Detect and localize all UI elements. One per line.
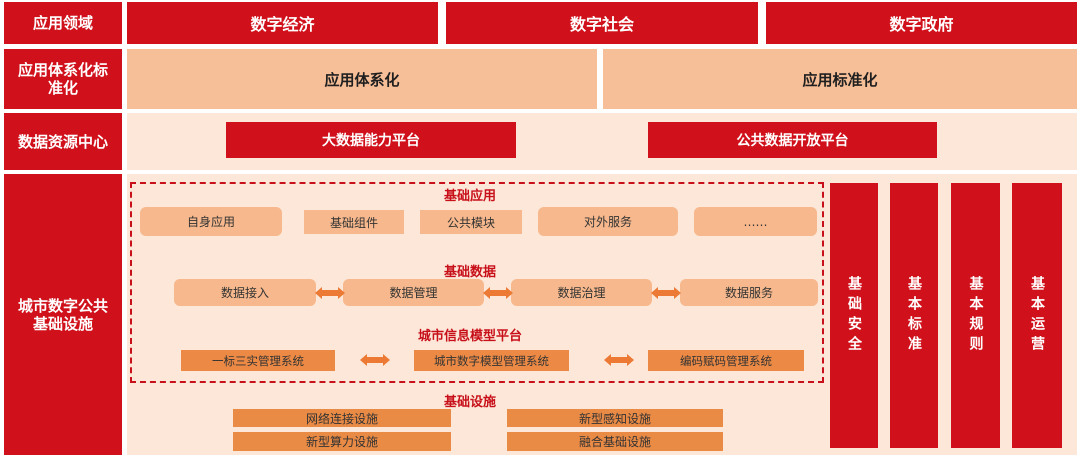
data-management: 数据管理 [343,279,484,306]
pillar-basic-security: 基础安全 [830,183,878,448]
data-governance: 数据治理 [511,279,652,306]
cim-one-standard-system: 一标三实管理系统 [181,350,335,371]
double-arrow-icon [315,287,345,299]
domain-digital-economy: 数字经济 [127,2,438,44]
double-arrow-icon [360,354,390,366]
app-standardization: 应用标准化 [603,49,1077,109]
double-arrow-icon [604,354,634,366]
public-data-open-platform: 公共数据开放平台 [648,122,937,158]
data-service: 数据服务 [680,279,818,306]
basic-facilities-title: 基础设施 [443,394,496,410]
facility-computing: 新型算力设施 [233,432,451,451]
pillar-basic-rules: 基本规则 [951,183,1000,448]
domain-digital-government: 数字政府 [766,2,1077,44]
pillar-basic-standard: 基本标准 [890,183,938,448]
facility-converged: 融合基础设施 [507,432,723,451]
row-label-data-center: 数据资源中心 [4,113,122,170]
big-data-platform: 大数据能力平台 [226,122,516,158]
pillar-basic-operation: 基本运营 [1012,183,1062,448]
facility-network: 网络连接设施 [233,409,451,427]
double-arrow-icon [483,287,513,299]
cim-platform-title: 城市信息模型平台 [417,328,522,344]
domain-digital-society: 数字社会 [446,2,758,44]
data-ingest: 数据接入 [174,279,316,306]
basic-app-public-module: 公共模块 [420,210,522,234]
basic-apps-title: 基础应用 [443,188,496,204]
basic-app-components: 基础组件 [304,210,404,234]
app-systematization: 应用体系化 [127,49,597,109]
basic-app-ellipsis: …… [694,207,817,236]
cim-city-model-system: 城市数字模型管理系统 [414,350,569,371]
cim-coding-system: 编码赋码管理系统 [648,350,804,371]
platform-dashed-frame [130,182,824,383]
basic-app-own: 自身应用 [140,207,282,236]
double-arrow-icon [651,287,681,299]
basic-data-title: 基础数据 [443,264,496,280]
row-label-standardization: 应用体系化标准化 [4,49,122,109]
basic-app-external-service: 对外服务 [538,207,678,236]
row-label-infrastructure: 城市数字公共基础设施 [4,174,122,455]
row-label-application-domain: 应用领域 [4,2,122,44]
facility-sensing: 新型感知设施 [507,409,723,427]
